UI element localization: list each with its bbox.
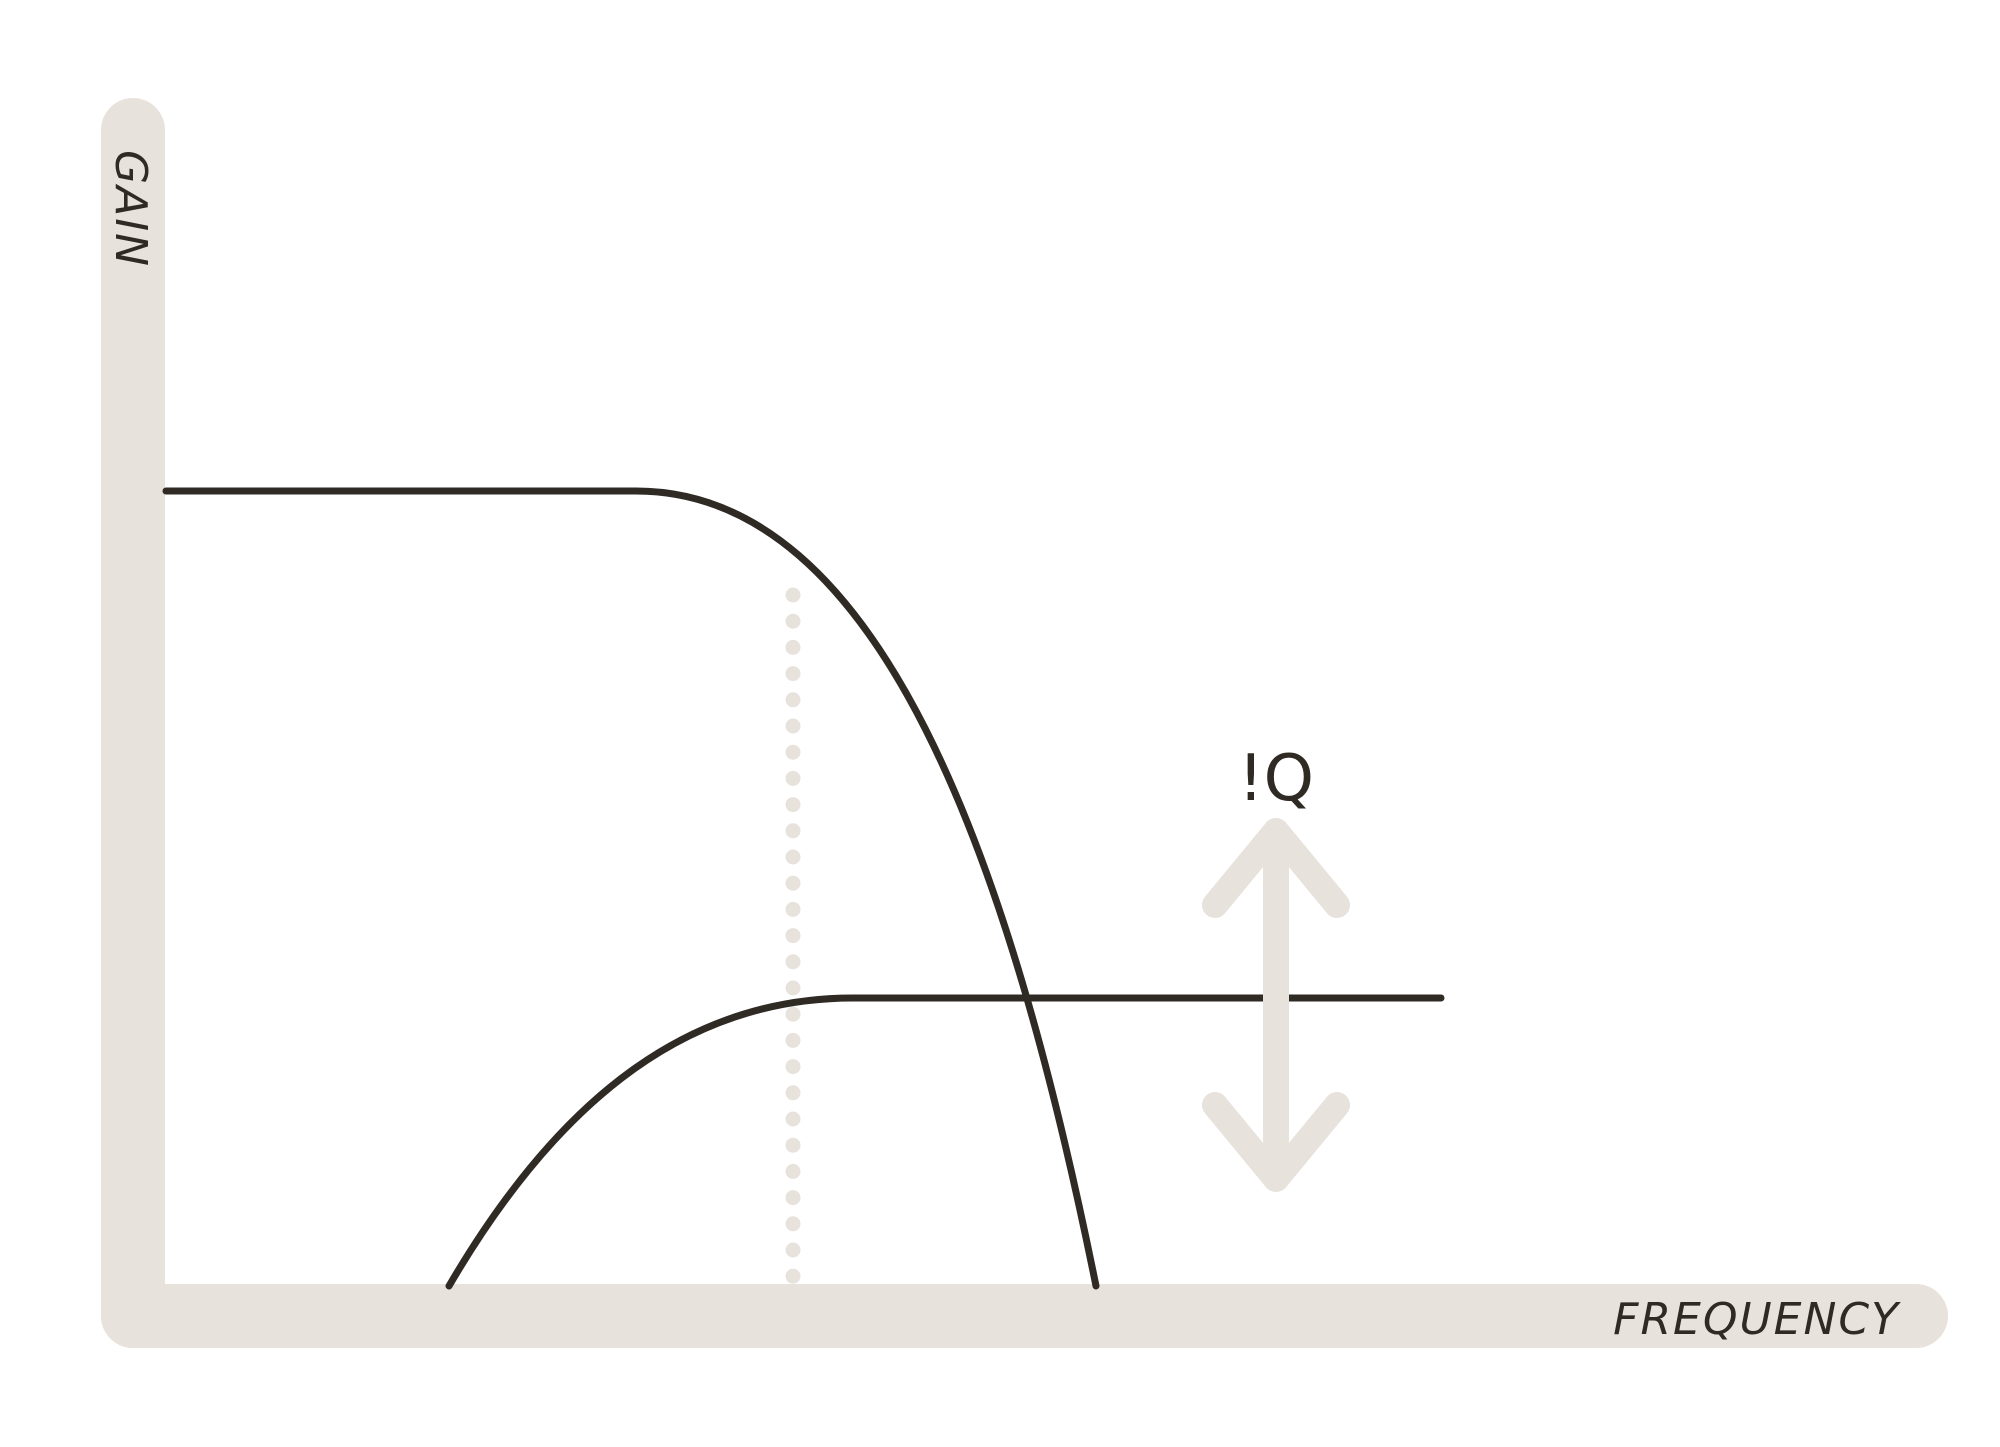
q-adjust-arrow <box>1202 818 1350 1192</box>
x-axis-label: FREQUENCY <box>1613 1294 1901 1345</box>
q-label: !Q <box>1238 742 1314 816</box>
low-pass-curve <box>162 487 1100 1290</box>
high-pass-curve <box>445 994 1445 1290</box>
axes <box>101 98 1948 1348</box>
y-axis-label: GAIN <box>105 150 156 268</box>
